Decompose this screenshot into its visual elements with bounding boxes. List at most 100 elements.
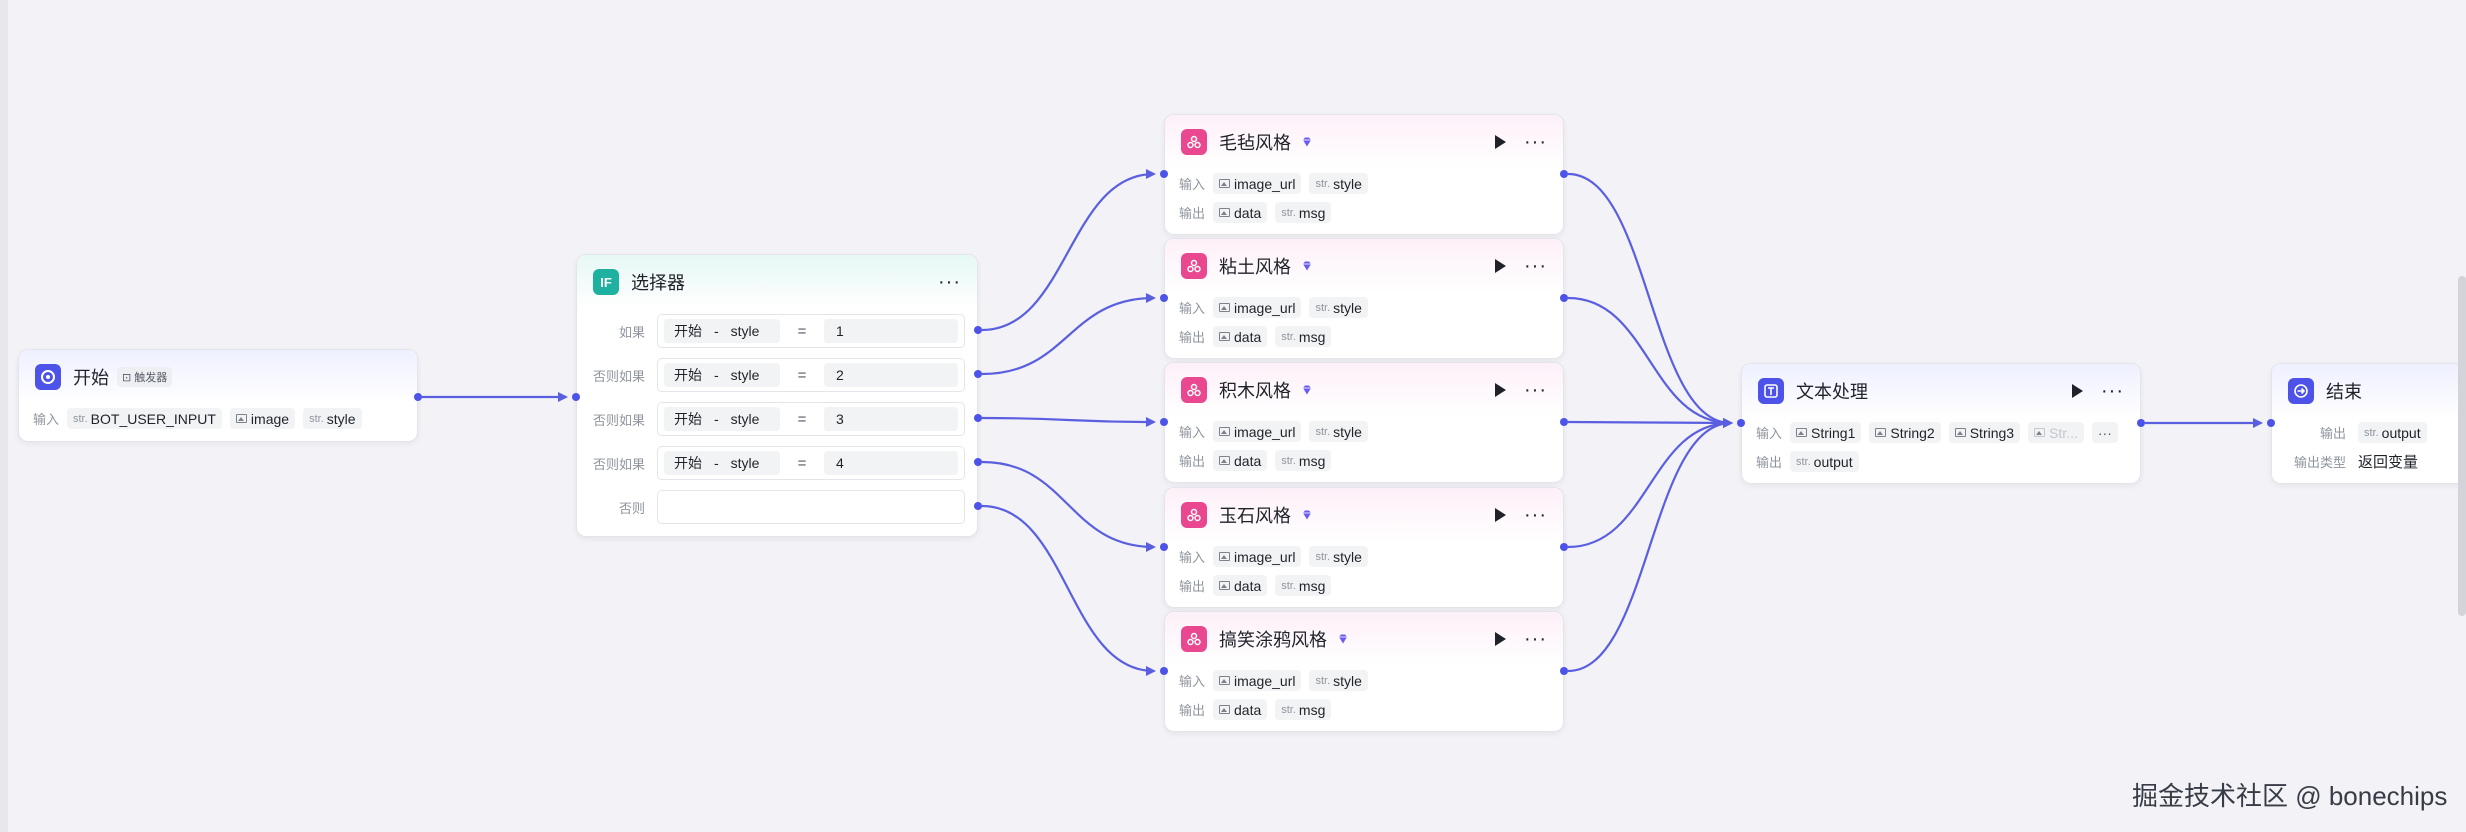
- edge-plugin-textproc[interactable]: [1567, 418, 1733, 673]
- selector-input-port[interactable]: [572, 393, 580, 401]
- play-icon[interactable]: [1495, 135, 1507, 149]
- condition-left-operand[interactable]: 开始-style: [664, 451, 780, 475]
- plugin-output-port[interactable]: [1560, 294, 1568, 302]
- more-inputs-button[interactable]: ···: [2091, 422, 2118, 443]
- more-icon[interactable]: ···: [1524, 628, 1547, 650]
- play-icon[interactable]: [1495, 632, 1507, 646]
- selector-output-port[interactable]: [974, 502, 982, 510]
- edge-selector-plugin[interactable]: [981, 416, 1156, 427]
- edge-selector-plugin[interactable]: [981, 504, 1156, 676]
- plugin-node-header[interactable]: 粘土风格···: [1165, 239, 1563, 293]
- edge-plugin-textproc[interactable]: [1567, 417, 1733, 428]
- text-processing-node[interactable]: 文本处理 ··· 输入 String1 String2 String3 Str.…: [1741, 363, 2141, 484]
- plugin-icon: [1181, 377, 1207, 403]
- condition-box[interactable]: 开始-style = 2: [657, 358, 965, 392]
- text-processing-input-port[interactable]: [1737, 419, 1745, 427]
- output-tag-msg: str.msg: [1275, 699, 1332, 720]
- image-type-icon: [1219, 179, 1230, 188]
- play-icon[interactable]: [2072, 384, 2084, 398]
- condition-value[interactable]: 4: [824, 451, 958, 475]
- condition-operator[interactable]: =: [797, 410, 807, 428]
- start-node[interactable]: 开始 ⊡ 触发器 输入 str.BOT_USER_INPUT image str…: [18, 349, 418, 442]
- end-input-port[interactable]: [2267, 419, 2275, 427]
- edge-plugin-textproc[interactable]: [1567, 296, 1733, 428]
- end-node-header[interactable]: 结束: [2272, 364, 2466, 418]
- else-box[interactable]: [657, 490, 965, 524]
- input-tag-image-url: image_url: [1213, 297, 1302, 318]
- more-icon[interactable]: ···: [2101, 380, 2124, 402]
- plugin-node-header[interactable]: 积木风格···: [1165, 363, 1563, 417]
- start-output-port[interactable]: [414, 393, 422, 401]
- condition-box[interactable]: 开始-style = 4: [657, 446, 965, 480]
- edge-plugin-textproc[interactable]: [1567, 172, 1733, 428]
- more-icon[interactable]: ···: [1524, 131, 1547, 153]
- selector-node-header[interactable]: IF 选择器 ···: [577, 255, 977, 309]
- output-type-label: 输出类型: [2293, 455, 2346, 470]
- plugin-input-port[interactable]: [1160, 667, 1168, 675]
- input-tag-style: str.style: [1309, 546, 1368, 567]
- selector-output-port[interactable]: [974, 414, 982, 422]
- play-icon[interactable]: [1495, 259, 1507, 273]
- if-icon: IF: [593, 269, 619, 295]
- edge-selector-plugin[interactable]: [981, 169, 1156, 332]
- more-icon[interactable]: ···: [1524, 504, 1547, 526]
- input-tag-style: str.style: [1309, 670, 1368, 691]
- text-processing-header[interactable]: 文本处理 ···: [1742, 364, 2140, 418]
- text-processing-output-row: 输出 str.output: [1742, 447, 2140, 476]
- output-label: 输出: [1756, 455, 1783, 470]
- selector-output-port[interactable]: [974, 326, 982, 334]
- end-node[interactable]: 结束 输出 str.output 输出类型 返回变量: [2271, 363, 2466, 484]
- condition-left-operand[interactable]: 开始-style: [664, 363, 780, 387]
- plugin-output-port[interactable]: [1560, 418, 1568, 426]
- condition-left-operand[interactable]: 开始-style: [664, 319, 780, 343]
- play-icon[interactable]: [1495, 508, 1507, 522]
- selector-output-port[interactable]: [974, 458, 982, 466]
- condition-value[interactable]: 1: [824, 319, 958, 343]
- trigger-badge[interactable]: ⊡ 触发器: [117, 367, 173, 387]
- start-node-header[interactable]: 开始 ⊡ 触发器: [19, 350, 417, 404]
- plugin-input-port[interactable]: [1160, 294, 1168, 302]
- input-tag-image-url: image_url: [1213, 173, 1302, 194]
- plugin-output-port[interactable]: [1560, 543, 1568, 551]
- selector-output-port[interactable]: [974, 370, 982, 378]
- edge-selector-plugin[interactable]: [981, 293, 1156, 376]
- text-processing-output-port[interactable]: [2137, 419, 2145, 427]
- condition-left-operand[interactable]: 开始-style: [664, 407, 780, 431]
- vertical-scrollbar[interactable]: [2458, 276, 2466, 616]
- plugin-input-port[interactable]: [1160, 170, 1168, 178]
- condition-box[interactable]: 开始-style = 3: [657, 402, 965, 436]
- output-tag-data: data: [1213, 202, 1268, 223]
- condition-box[interactable]: 开始-style = 1: [657, 314, 965, 348]
- plugin-icon: [1181, 253, 1207, 279]
- play-icon[interactable]: [1495, 383, 1507, 397]
- edge-plugin-textproc[interactable]: [1567, 418, 1733, 549]
- edge-selector-plugin[interactable]: [981, 460, 1156, 552]
- condition-value[interactable]: 3: [824, 407, 958, 431]
- condition-value[interactable]: 2: [824, 363, 958, 387]
- more-icon[interactable]: ···: [938, 271, 961, 293]
- plugin-output-port[interactable]: [1560, 170, 1568, 178]
- condition-operator[interactable]: =: [797, 322, 807, 340]
- premium-gem-icon: [1303, 510, 1311, 520]
- plugin-node-header[interactable]: 毛毡风格···: [1165, 115, 1563, 169]
- condition-operator[interactable]: =: [797, 454, 807, 472]
- plugin-input-port[interactable]: [1160, 418, 1168, 426]
- more-icon[interactable]: ···: [1524, 255, 1547, 277]
- text-processing-icon: [1758, 378, 1784, 404]
- plugin-output-port[interactable]: [1560, 667, 1568, 675]
- end-icon: [2288, 378, 2314, 404]
- condition-label: 否则如果: [592, 456, 645, 472]
- plugin-input-port[interactable]: [1160, 543, 1168, 551]
- plugin-node-header[interactable]: 玉石风格···: [1165, 488, 1563, 542]
- plugin-node-header[interactable]: 搞笑涂鸦风格···: [1165, 612, 1563, 666]
- condition-operator[interactable]: =: [797, 366, 807, 384]
- more-icon[interactable]: ···: [1524, 379, 1547, 401]
